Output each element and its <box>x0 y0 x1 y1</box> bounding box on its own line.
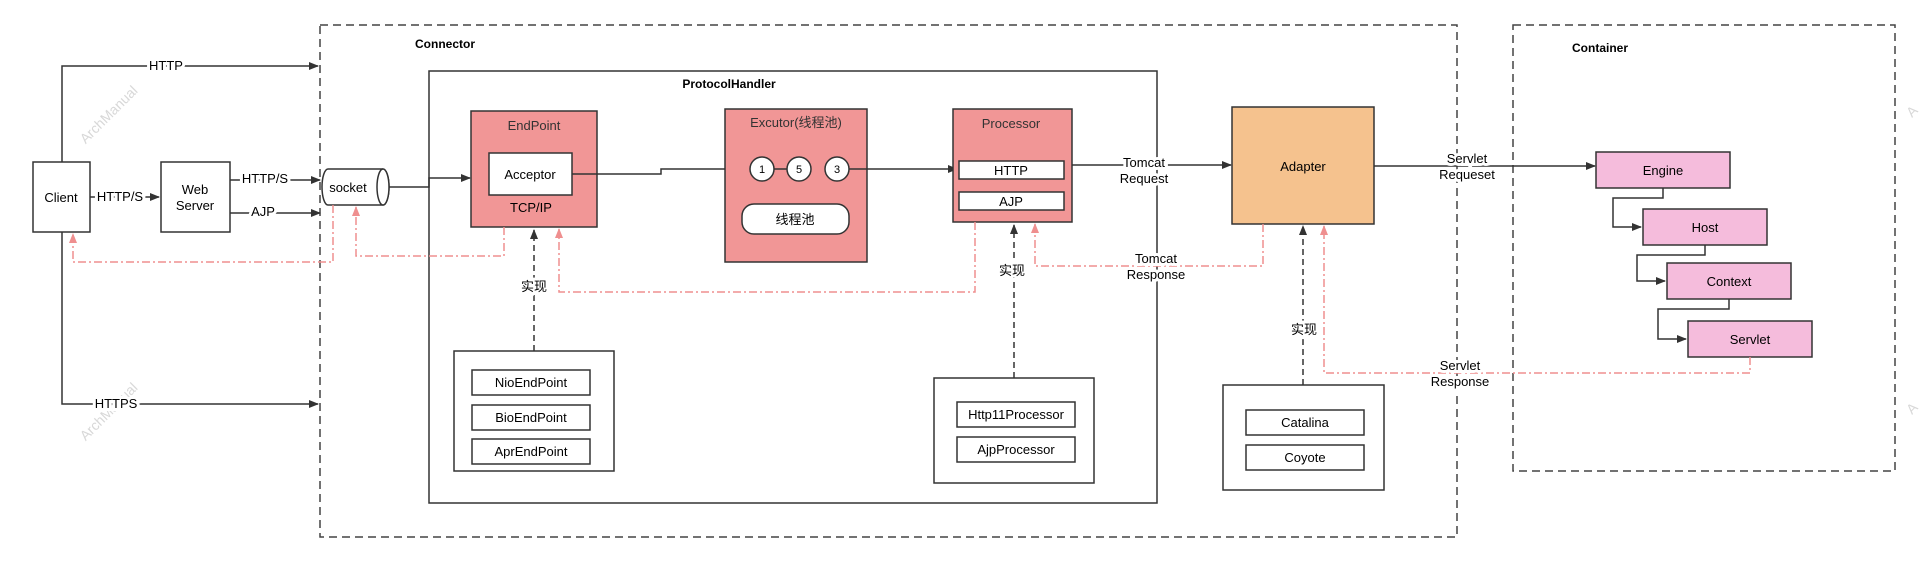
executor-box <box>724 108 868 263</box>
apr-endpoint-box <box>471 438 591 465</box>
protocol-handler-box <box>428 70 1158 504</box>
processor-title: Processor <box>982 116 1041 131</box>
ajp-processor-box <box>956 436 1076 463</box>
bio-endpoint-label: BioEndPoint <box>495 410 567 425</box>
client-box <box>32 161 91 233</box>
webserver-https-label: HTTP/S <box>242 171 289 186</box>
servlet-response-label-1: Servlet <box>1440 358 1481 373</box>
processor-http-box <box>958 160 1065 180</box>
http11-processor-box <box>956 401 1076 428</box>
acceptor-label: Acceptor <box>504 167 556 182</box>
endpoint-title: EndPoint <box>508 118 561 133</box>
socket-client-response-edge <box>69 205 334 263</box>
context-servlet-edge <box>1657 299 1730 343</box>
container-box <box>1512 24 1896 472</box>
bio-endpoint-box <box>471 404 591 431</box>
https-edge-label: HTTPS <box>95 396 138 411</box>
acceptor-executor-edge <box>572 165 749 175</box>
http-edge-label: HTTP <box>149 58 183 73</box>
apr-endpoint-label: AprEndPoint <box>495 444 568 459</box>
client-webserver-label: HTTP/S <box>97 189 144 204</box>
servlet-response-edge <box>1320 225 1751 374</box>
thread-pool-box <box>741 203 850 235</box>
processor-impl-label: 实现 <box>999 263 1025 278</box>
servlet-label: Servlet <box>1730 332 1771 347</box>
host-context-edge <box>1636 245 1706 285</box>
watermark-fragment: A <box>1903 399 1921 417</box>
socket-endpoint-edge <box>389 174 471 188</box>
tomcat-request-label-1: Tomcat <box>1123 155 1165 170</box>
host-label: Host <box>1692 220 1719 235</box>
thread-label: 1 <box>759 164 765 176</box>
tomcat-request-label-2: Request <box>1120 171 1169 186</box>
thread-circle <box>786 156 812 182</box>
tomcat-response-label-2: Response <box>1127 267 1186 282</box>
servlet-request-label-1: Servlet <box>1447 151 1488 166</box>
adapter-impls-box <box>1222 384 1385 491</box>
adapter-label: Adapter <box>1280 159 1326 174</box>
context-label: Context <box>1707 274 1752 289</box>
endpoint-socket-response-edge <box>352 206 505 257</box>
servlet-request-label-2: Requeset <box>1439 167 1495 182</box>
adapter-box <box>1231 106 1375 225</box>
http11-processor-label: Http11Processor <box>968 407 1065 422</box>
endpoint-impl-label: 实现 <box>521 279 547 294</box>
client-label: Client <box>44 190 78 205</box>
thread-label: 3 <box>834 164 840 176</box>
ajp-processor-label: AjpProcessor <box>977 442 1055 457</box>
servlet-response-label-2: Response <box>1431 374 1490 389</box>
executor-title: Excutor(线程池) <box>750 115 842 130</box>
servlet-box <box>1687 320 1813 358</box>
nio-endpoint-box <box>471 369 591 396</box>
coyote-label: Coyote <box>1284 450 1325 465</box>
tcpip-label: TCP/IP <box>510 200 552 215</box>
watermark: ArchManual <box>76 82 140 146</box>
web-server-box <box>160 161 231 233</box>
catalina-box <box>1245 409 1365 436</box>
tomcat-response-label-1: Tomcat <box>1135 251 1177 266</box>
context-box <box>1666 262 1792 300</box>
socket-label: socket <box>329 180 367 195</box>
https-edge <box>61 232 319 408</box>
web-server-label-1: Web <box>182 182 209 197</box>
watermark: ArchManual <box>76 379 140 443</box>
container-title: Container <box>1572 41 1628 55</box>
socket-cylinder <box>321 168 390 206</box>
thread-label: 5 <box>796 164 802 176</box>
watermark-fragment: A <box>1903 102 1921 120</box>
catalina-label: Catalina <box>1281 415 1329 430</box>
engine-host-edge <box>1612 188 1664 231</box>
engine-label: Engine <box>1643 163 1683 178</box>
thread-pool-label: 线程池 <box>775 212 814 227</box>
processor-endpoint-response-edge <box>555 222 976 293</box>
coyote-box <box>1245 444 1365 471</box>
http-edge <box>61 62 319 162</box>
tomcat-response-edge <box>1031 223 1264 267</box>
acceptor-box <box>488 152 573 196</box>
nio-endpoint-label: NioEndPoint <box>495 375 568 390</box>
processor-ajp-box <box>958 191 1065 211</box>
processor-http-label: HTTP <box>994 163 1028 178</box>
webserver-ajp-label: AJP <box>251 204 275 219</box>
connector-title: Connector <box>415 37 475 51</box>
protocol-handler-title: ProtocolHandler <box>682 77 776 91</box>
connector-box <box>319 24 1458 538</box>
processor-ajp-label: AJP <box>999 194 1023 209</box>
adapter-impl-label: 实现 <box>1291 322 1317 337</box>
processor-impls-box <box>933 377 1095 484</box>
web-server-label-2: Server <box>176 198 215 213</box>
